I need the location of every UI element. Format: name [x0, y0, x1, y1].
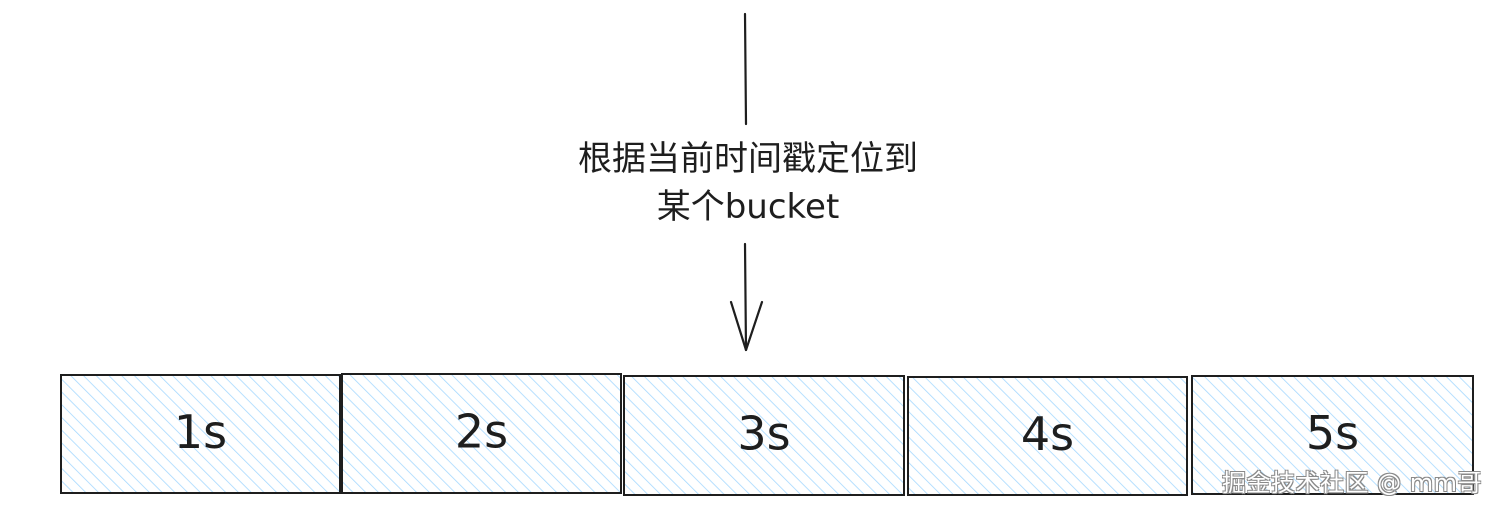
pointer-line-top: [743, 12, 748, 126]
caption-line-2: 某个bucket: [657, 187, 840, 227]
bucket-box: [1191, 375, 1474, 495]
bucket-row: 1s 2s 3s 4s 5s: [60, 373, 1474, 496]
bucket-box: [60, 374, 341, 494]
caption-line-1: 根据当前时间戳定位到: [578, 139, 918, 179]
bucket-5: 5s: [1191, 375, 1474, 495]
bucket-box: [623, 375, 905, 496]
bucket-2: 2s: [341, 373, 622, 494]
bucket-3: 3s: [623, 375, 905, 496]
bucket-label: 5s: [1306, 406, 1359, 460]
watermark-text: 掘金技术社区 @ mm哥: [1221, 469, 1482, 497]
bucket-1: 1s: [60, 374, 341, 494]
bucket-box: [341, 373, 622, 494]
pointer-arrow: [729, 12, 764, 352]
bucket-4: 4s: [907, 376, 1188, 496]
bucket-label: 4s: [1021, 407, 1074, 461]
bucket-box: [907, 376, 1188, 496]
bucket-label: 3s: [737, 407, 790, 461]
bucket-label: 1s: [174, 405, 227, 459]
arrow-head-icon: [729, 300, 764, 352]
bucket-label: 2s: [455, 405, 508, 459]
pointer-line-bottom: [743, 242, 748, 352]
